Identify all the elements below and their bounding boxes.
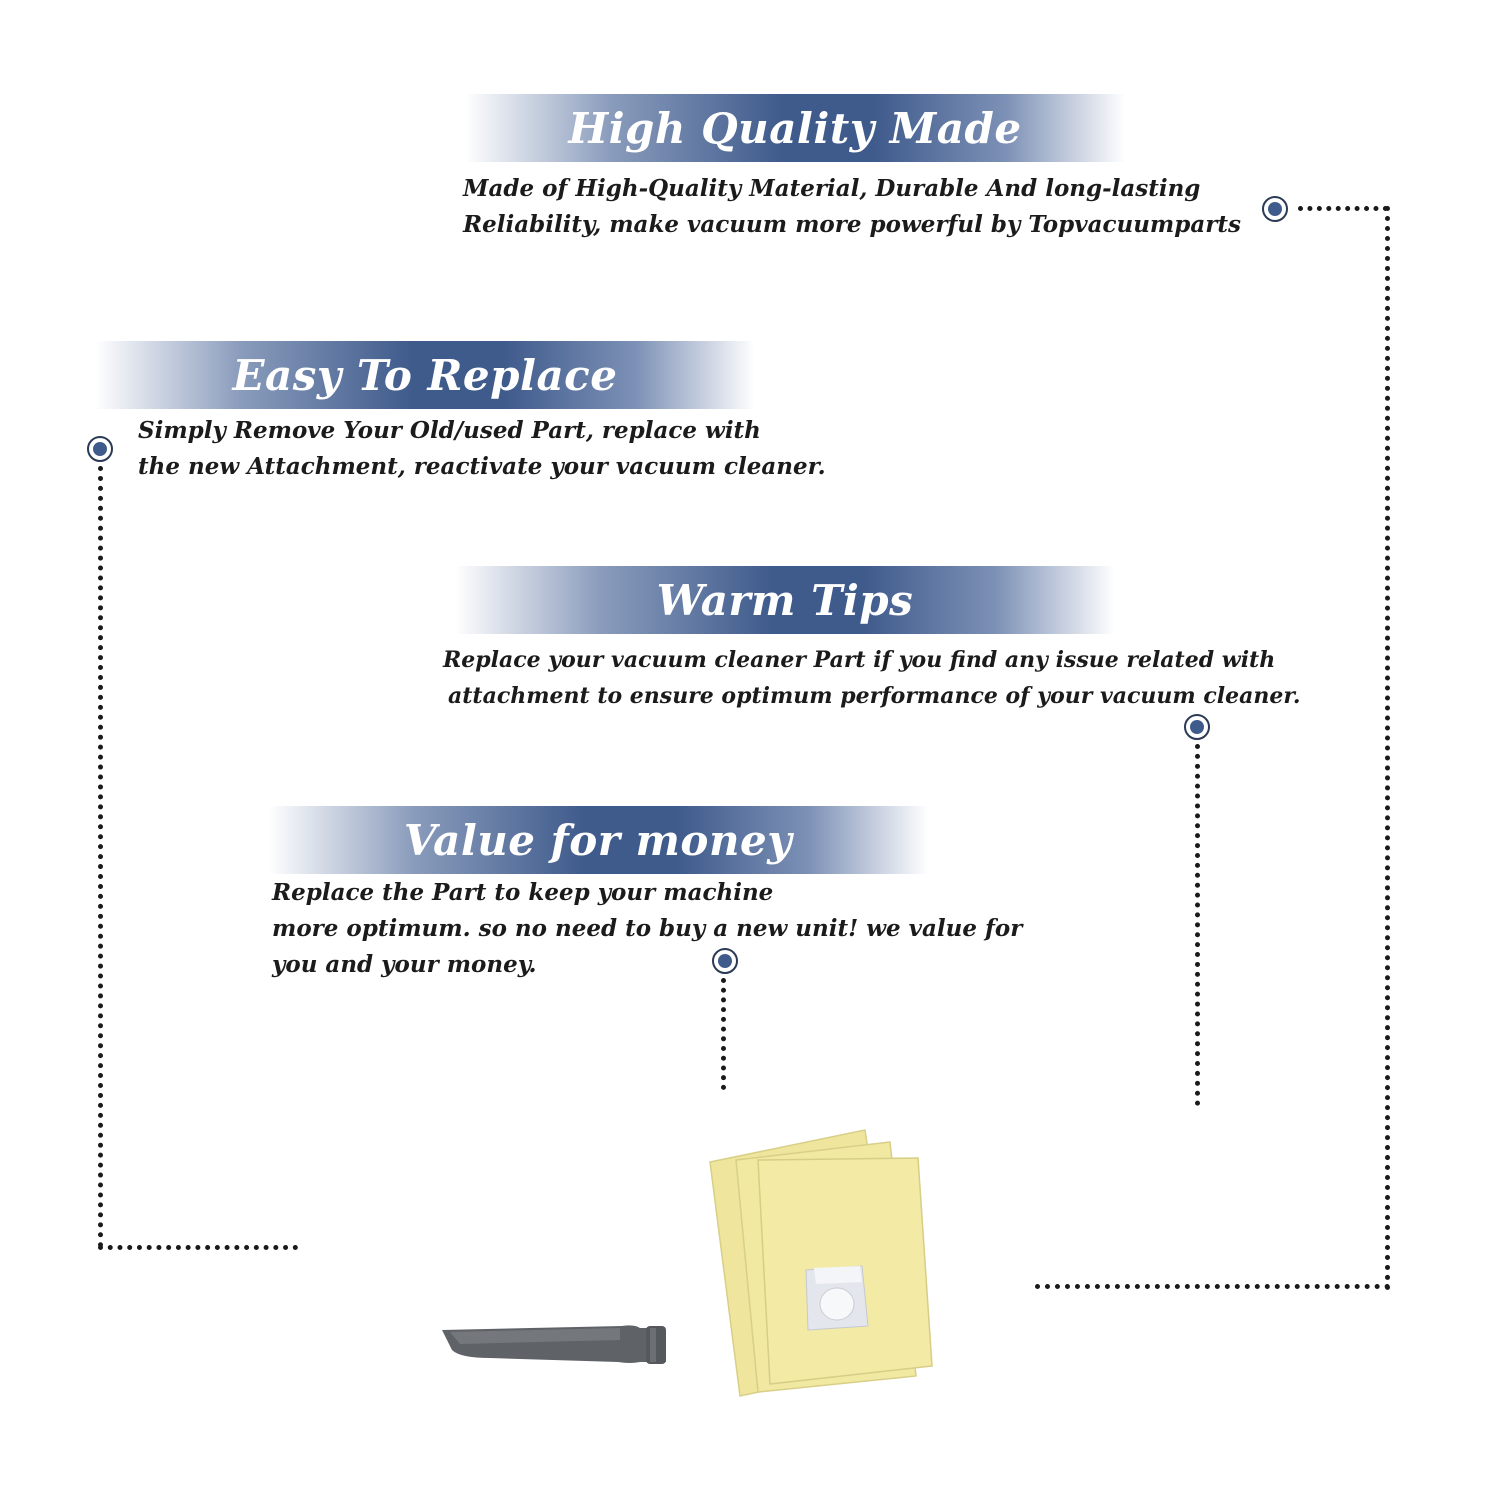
paper-dust-bags-icon — [709, 1129, 933, 1397]
feature-banner-value: Value for money — [268, 806, 928, 874]
product-image — [442, 1129, 933, 1397]
feature-title: High Quality Made — [568, 103, 1022, 153]
connector-line — [1035, 1284, 1390, 1289]
feature-banner-easy-replace: Easy To Replace — [95, 341, 755, 409]
description-line: Made of High-Quality Material, Durable A… — [463, 175, 1201, 202]
feature-title: Value for money — [403, 815, 793, 865]
description-line: Reliability, make vacuum more powerful b… — [463, 211, 1241, 238]
feature-description-warm-tips: Replace your vacuum cleaner Part if you … — [443, 642, 1301, 714]
description-line: you and your money. — [272, 951, 537, 978]
feature-banner-warm-tips: Warm Tips — [455, 566, 1115, 634]
connector-dot-icon — [712, 948, 738, 974]
connector-line — [721, 978, 726, 1090]
connector-dot-icon — [87, 436, 113, 462]
connector-dot-icon — [1262, 196, 1288, 222]
feature-description-high-quality: Made of High-Quality Material, Durable A… — [463, 171, 1241, 243]
description-line: Replace the Part to keep your machine — [272, 879, 774, 906]
description-line: Simply Remove Your Old/used Part, replac… — [138, 417, 761, 444]
crevice-tool-icon — [442, 1325, 666, 1364]
connector-line — [98, 1245, 298, 1250]
feature-description-value: Replace the Part to keep your machine mo… — [272, 875, 1022, 983]
description-line: Replace your vacuum cleaner Part if you … — [443, 647, 1276, 673]
connector-dot-icon — [1184, 714, 1210, 740]
description-line: more optimum. so no need to buy a new un… — [272, 915, 1023, 942]
connector-line — [1195, 744, 1200, 1106]
feature-description-easy-replace: Simply Remove Your Old/used Part, replac… — [138, 413, 826, 485]
feature-title: Warm Tips — [656, 575, 914, 625]
description-line: the new Attachment, reactivate your vacu… — [138, 453, 826, 480]
description-line: attachment to ensure optimum performance… — [448, 683, 1301, 709]
feature-title: Easy To Replace — [232, 350, 618, 400]
feature-banner-high-quality: High Quality Made — [465, 94, 1125, 162]
connector-line — [98, 466, 103, 1248]
connector-line — [1385, 206, 1390, 1291]
connector-line — [1298, 206, 1388, 211]
